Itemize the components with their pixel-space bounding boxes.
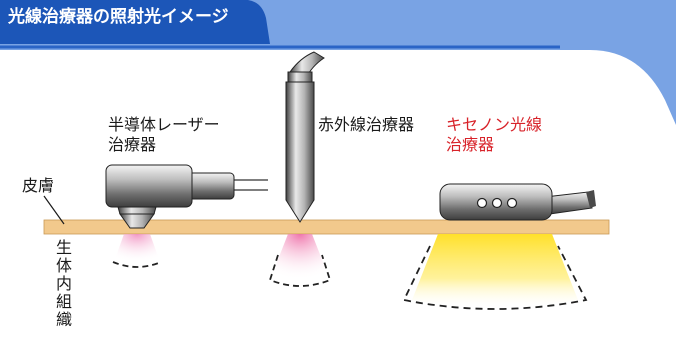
skin-layer: [43, 219, 610, 235]
infrared-device: [285, 51, 325, 223]
diode-laser-label: 半導体レーザー 治療器: [108, 115, 220, 154]
xenon-light-beam: [412, 234, 578, 308]
skin-label: 皮膚: [22, 176, 55, 195]
infrared-label: 赤外線治療器: [318, 115, 415, 134]
title-tab: [0, 0, 270, 44]
tissue-label: 生体内組織: [55, 238, 72, 329]
xenon-depth-arc: [402, 245, 588, 310]
diode-laser-device: [105, 164, 268, 229]
page-title: 光線治療器の照射光イメージ: [8, 7, 229, 27]
skin-pointer-line: [43, 195, 65, 225]
infrared-light-beam: [270, 234, 330, 285]
xenon-device: [439, 183, 596, 221]
diode-light-beam: [114, 234, 160, 266]
diode-depth-arc: [112, 261, 162, 268]
xenon-label: キセノン光線 治療器: [446, 115, 543, 154]
